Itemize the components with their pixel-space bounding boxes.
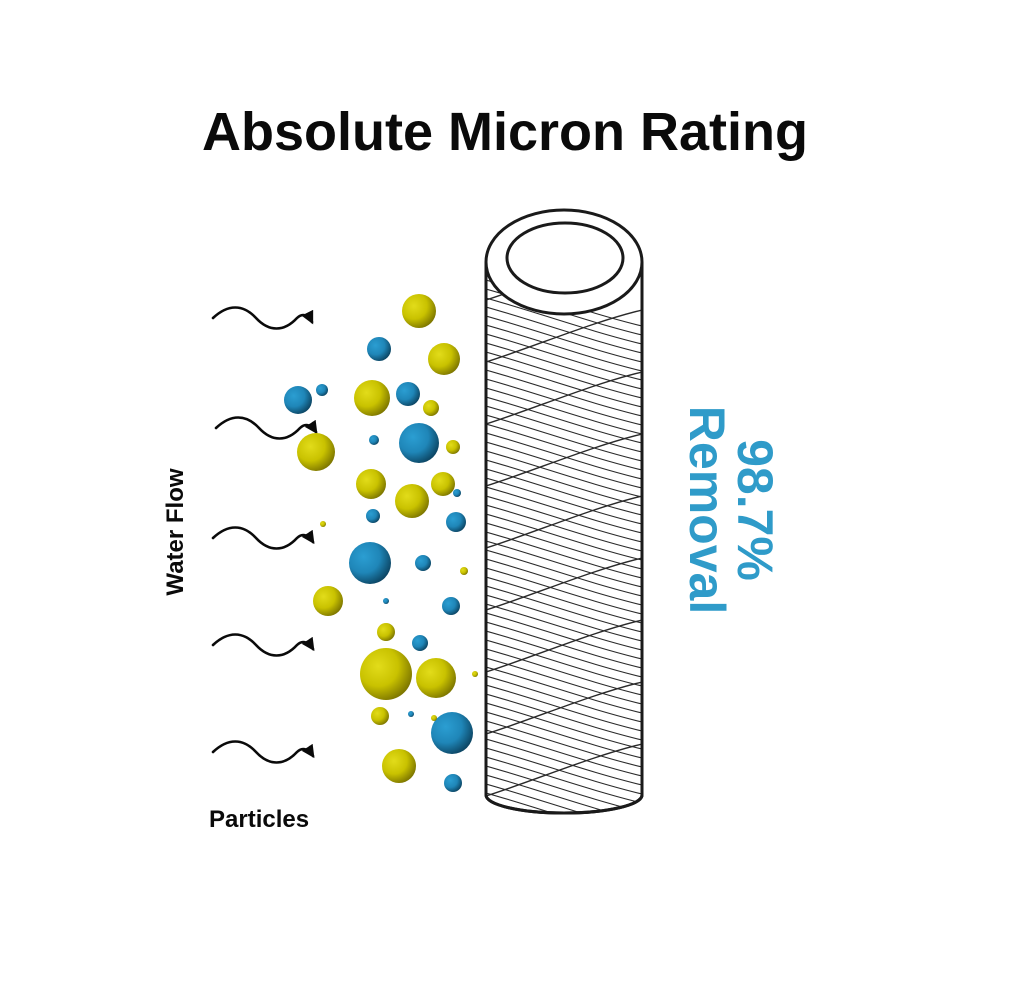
particles-label: Particles bbox=[209, 806, 310, 833]
particle-blue bbox=[453, 489, 461, 497]
particle-blue bbox=[369, 435, 379, 445]
particle-blue bbox=[284, 386, 312, 414]
particle-yellow bbox=[431, 715, 437, 721]
particle-blue bbox=[367, 337, 391, 361]
particles bbox=[284, 294, 478, 792]
particle-yellow bbox=[460, 567, 468, 575]
filter-cartridge-icon bbox=[484, 208, 644, 815]
particle-yellow bbox=[431, 472, 455, 496]
removal-callout: 98.7% Removal bbox=[679, 405, 783, 615]
particle-blue bbox=[399, 423, 439, 463]
removal-percent: 98.7% bbox=[727, 439, 783, 581]
wavy-arrow-icon bbox=[211, 740, 315, 764]
particle-yellow bbox=[360, 648, 412, 700]
water-flow-label: Water Flow bbox=[162, 468, 189, 596]
particle-blue bbox=[408, 711, 414, 717]
particle-blue bbox=[431, 712, 473, 754]
particle-yellow bbox=[446, 440, 460, 454]
particle-yellow bbox=[402, 294, 436, 328]
particle-blue bbox=[396, 382, 420, 406]
particle-yellow bbox=[382, 749, 416, 783]
particle-blue bbox=[349, 542, 391, 584]
particle-yellow bbox=[428, 343, 460, 375]
particle-yellow bbox=[356, 469, 386, 499]
particle-yellow bbox=[416, 658, 456, 698]
wavy-arrow-icon bbox=[211, 526, 315, 550]
diagram-title: Absolute Micron Rating bbox=[202, 102, 808, 162]
wavy-arrow-icon bbox=[211, 306, 314, 330]
particle-blue bbox=[316, 384, 328, 396]
particle-yellow bbox=[423, 400, 439, 416]
particle-yellow bbox=[472, 671, 478, 677]
particle-yellow bbox=[320, 521, 326, 527]
particle-yellow bbox=[313, 586, 343, 616]
particle-blue bbox=[415, 555, 431, 571]
particle-blue bbox=[442, 597, 460, 615]
wavy-arrow-icon bbox=[211, 633, 315, 657]
particle-yellow bbox=[395, 484, 429, 518]
particle-blue bbox=[383, 598, 389, 604]
particle-blue bbox=[444, 774, 462, 792]
particle-yellow bbox=[354, 380, 390, 416]
particle-blue bbox=[412, 635, 428, 651]
particle-yellow bbox=[371, 707, 389, 725]
particle-yellow bbox=[297, 433, 335, 471]
particle-blue bbox=[446, 512, 466, 532]
particle-yellow bbox=[377, 623, 395, 641]
particle-blue bbox=[366, 509, 380, 523]
wavy-arrow-icon bbox=[214, 416, 318, 440]
flow-arrows bbox=[211, 306, 318, 764]
removal-text: Removal bbox=[679, 405, 735, 615]
